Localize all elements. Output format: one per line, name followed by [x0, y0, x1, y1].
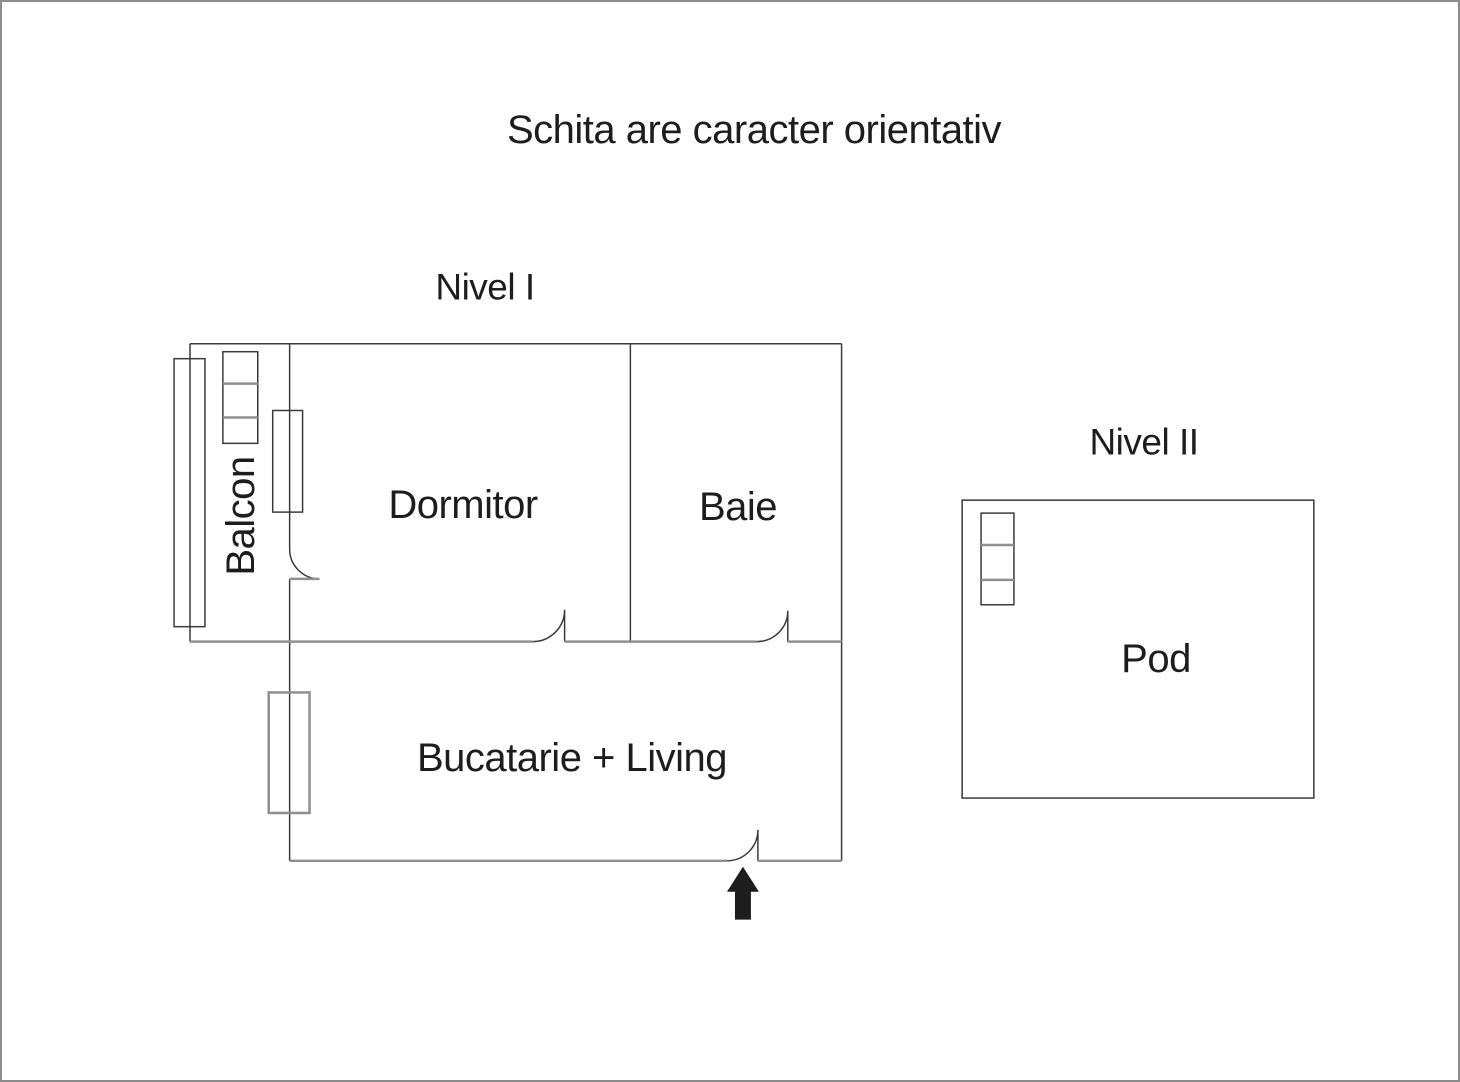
- door-arc-balcon: [288, 548, 320, 580]
- door-baie: [756, 610, 789, 643]
- window-block-pod-dividers: [981, 543, 1014, 582]
- entrance-arrow-icon: [727, 866, 759, 920]
- nivel2-label: Nivel II: [1089, 421, 1199, 463]
- wall-outline-pod: [961, 499, 1315, 799]
- room-label-baie: Baie: [698, 485, 778, 529]
- window-block-pod: [980, 512, 1015, 606]
- window-block-balcon-dividers: [222, 382, 258, 419]
- room-label-dormitor: Dormitor: [388, 483, 538, 527]
- window-block-balcon: [222, 350, 259, 445]
- room-label-pod: Pod: [1121, 637, 1191, 681]
- window-balcon-left: [173, 357, 206, 628]
- door-entrance: [727, 829, 759, 862]
- window-bucatarie: [267, 691, 311, 815]
- room-label-bucatarie: Bucatarie + Living: [416, 736, 728, 780]
- nivel1-label: Nivel I: [435, 266, 535, 308]
- walls-gray-group: [190, 382, 1014, 863]
- plan-title: Schita are caracter orientativ: [506, 108, 1002, 152]
- room-label-balcon: Balcon: [219, 456, 263, 576]
- walls-dark-group: [173, 342, 1315, 862]
- door-dormitor: [532, 609, 566, 643]
- window-balcon-dormitor: [271, 409, 304, 513]
